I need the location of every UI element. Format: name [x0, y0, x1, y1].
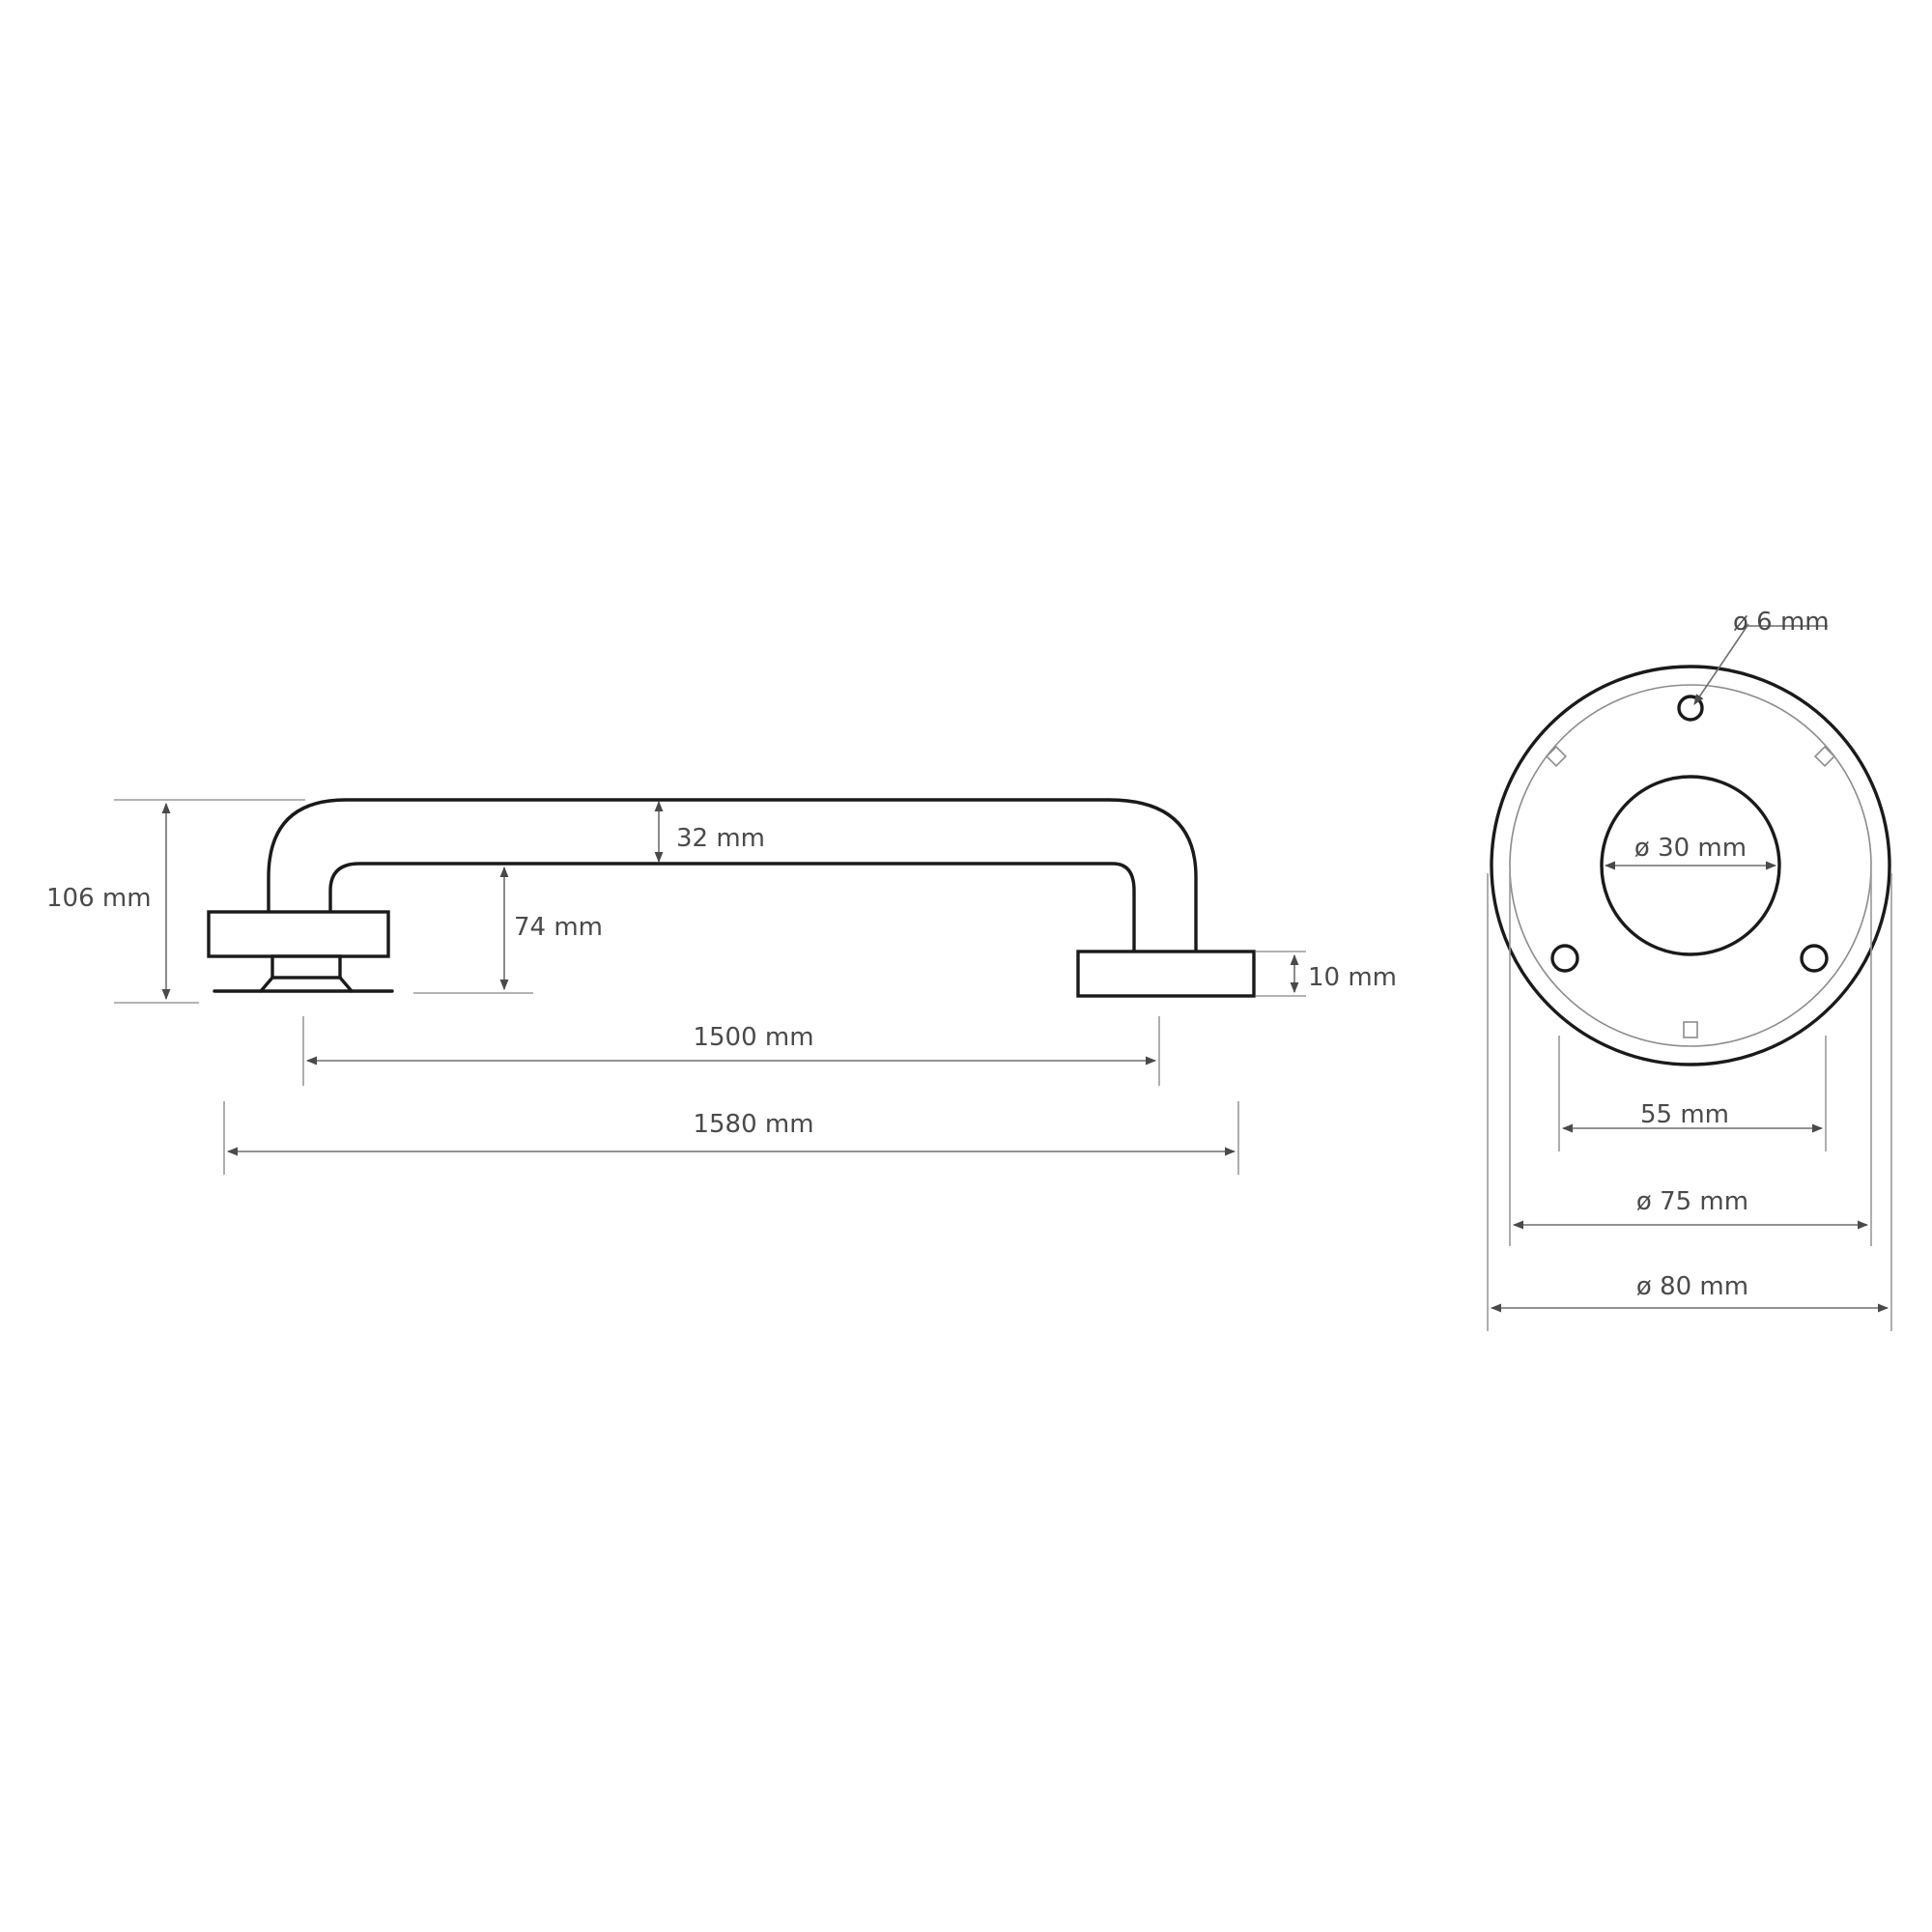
- alignment-mark-upper-right: [1813, 745, 1836, 768]
- label-center-hole: ø 30 mm: [1634, 834, 1747, 863]
- left-flange: [207, 910, 390, 958]
- label-overall-length: 1580 mm: [693, 1110, 813, 1139]
- label-height-total: 106 mm: [46, 884, 152, 913]
- side-view: 106 mm 32 mm 74 mm 10 mm 1500 mm 1580 mm: [46, 798, 1397, 1175]
- left-base-taper: [259, 976, 354, 993]
- label-center-distance: 1500 mm: [693, 1023, 813, 1052]
- flange-inner-circle: [1509, 684, 1872, 1047]
- label-flange-thickness: 10 mm: [1308, 963, 1397, 992]
- screw-hole-top: [1677, 695, 1704, 722]
- label-outer-diameter: ø 80 mm: [1636, 1272, 1748, 1301]
- label-tube-diameter: 32 mm: [676, 824, 765, 853]
- grab-bar-tube-inner: [328, 862, 1136, 953]
- grab-bar-tube-outer: [267, 798, 1198, 953]
- flange-outer-circle: [1490, 665, 1891, 1066]
- label-inner-height: 74 mm: [514, 913, 603, 942]
- right-flange: [1076, 950, 1256, 998]
- leader-screw-hole: [1693, 623, 1749, 705]
- label-inner-diameter: ø 75 mm: [1636, 1187, 1748, 1216]
- label-screw-hole: ø 6 mm: [1733, 608, 1830, 637]
- screw-hole-left: [1550, 944, 1579, 973]
- screw-hole-right: [1800, 944, 1829, 973]
- label-hole-spacing: 55 mm: [1640, 1100, 1729, 1129]
- alignment-mark-bottom: [1683, 1021, 1698, 1038]
- center-hole: [1600, 775, 1781, 956]
- alignment-mark-upper-left: [1545, 745, 1568, 768]
- front-view: ø 6 mm ø 30 mm 55 mm ø 75 mm ø 80 mm: [1487, 608, 1892, 1331]
- left-flange-neck: [270, 954, 342, 980]
